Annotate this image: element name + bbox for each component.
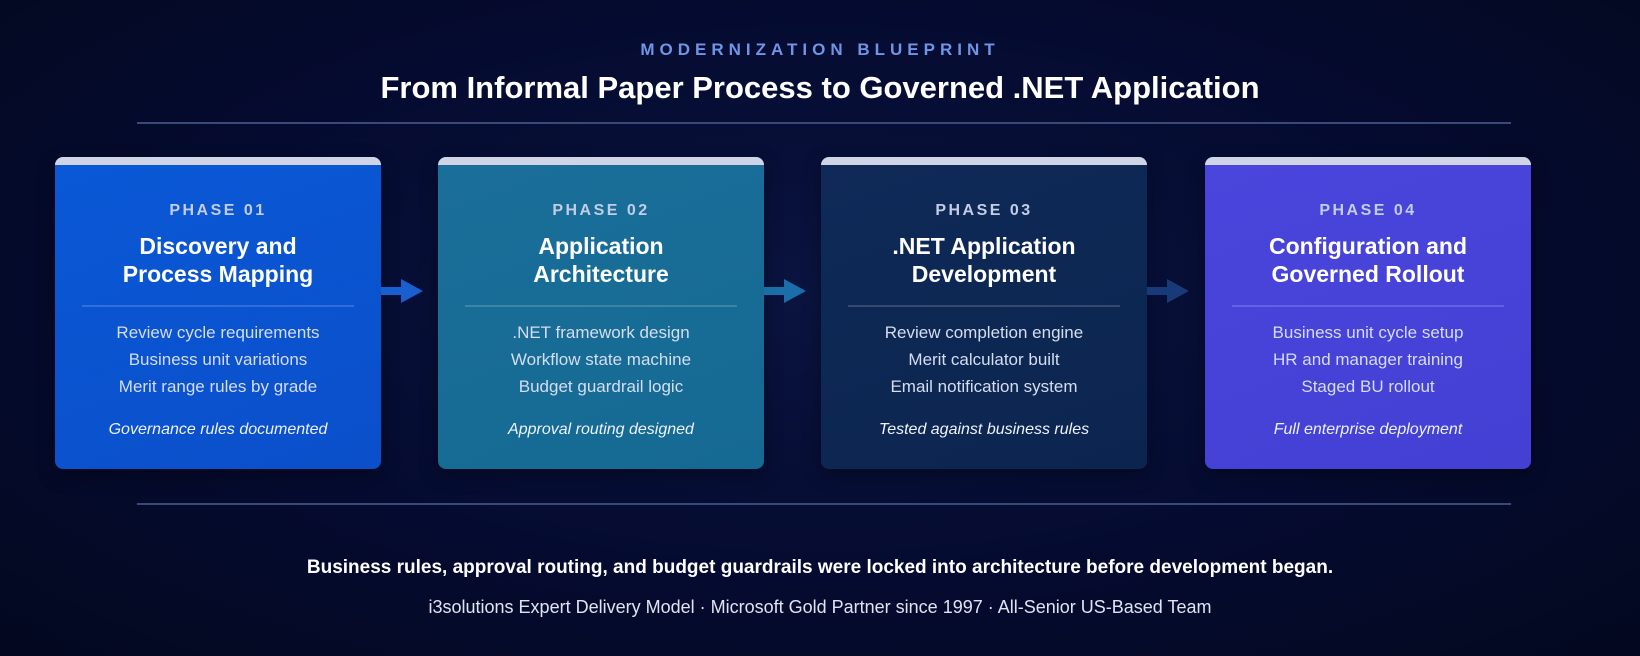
card-divider xyxy=(848,305,1120,307)
phase-card-1: PHASE 01 Discovery and Process Mapping R… xyxy=(55,157,381,469)
phase-item: Business unit cycle setup xyxy=(1272,323,1464,342)
phase-title-line-1: .NET Application xyxy=(892,233,1076,259)
footer-tagline: i3solutions Expert Delivery Model · Micr… xyxy=(428,597,1212,617)
phase-title-line-1: Configuration and xyxy=(1268,233,1468,259)
eyebrow-label: MODERNIZATION BLUEPRINT xyxy=(640,40,1000,59)
phase-title-line-2: Governed Rollout xyxy=(1271,261,1465,287)
card-top-bar xyxy=(438,157,764,165)
phase-item: Business unit variations xyxy=(128,350,308,369)
phase-item: Email notification system xyxy=(890,377,1078,396)
phase-item: Staged BU rollout xyxy=(1301,377,1435,396)
phase-outcome: Governance rules documented xyxy=(108,421,328,438)
phase-items: Review completion engine Merit calculato… xyxy=(821,319,1147,400)
footer-statement: Business rules, approval routing, and bu… xyxy=(306,557,1334,578)
phase-title-line-2: Process Mapping xyxy=(122,261,314,287)
arrow-right-icon xyxy=(1147,279,1189,303)
card-top-bar xyxy=(55,157,381,165)
top-divider xyxy=(137,122,1511,124)
card-divider xyxy=(82,305,354,307)
arrow-right-icon xyxy=(381,279,423,303)
phase-label: PHASE 04 xyxy=(1319,202,1417,219)
card-divider xyxy=(465,305,737,307)
phase-outcome: Tested against business rules xyxy=(878,421,1090,438)
bottom-divider xyxy=(137,503,1511,505)
phase-title: .NET Application Development xyxy=(821,232,1147,288)
phase-label: PHASE 02 xyxy=(552,202,650,219)
phase-card-2: PHASE 02 Application Architecture .NET f… xyxy=(438,157,764,469)
phase-outcome: Approval routing designed xyxy=(508,421,694,438)
arrow-right-icon xyxy=(764,279,806,303)
phase-title-line-1: Discovery and xyxy=(139,233,297,259)
card-top-bar xyxy=(821,157,1147,165)
phase-item: Workflow state machine xyxy=(510,350,692,369)
phase-title-line-1: Application xyxy=(538,233,664,259)
phase-item: Merit range rules by grade xyxy=(118,377,318,396)
phase-outcome: Full enterprise deployment xyxy=(1273,421,1463,438)
phase-item: HR and manager training xyxy=(1273,350,1463,369)
phase-items: Review cycle requirements Business unit … xyxy=(55,319,381,400)
phase-card-3: PHASE 03 .NET Application Development Re… xyxy=(821,157,1147,469)
phase-label: PHASE 01 xyxy=(169,202,267,219)
phase-item: Merit calculator built xyxy=(908,350,1060,369)
card-top-bar xyxy=(1205,157,1531,165)
phase-title: Application Architecture xyxy=(438,232,764,288)
phase-label: PHASE 03 xyxy=(935,202,1033,219)
phase-items: .NET framework design Workflow state mac… xyxy=(438,319,764,400)
page-title: From Informal Paper Process to Governed … xyxy=(380,70,1260,105)
phase-item: Review completion engine xyxy=(884,323,1084,342)
phase-title-line-2: Architecture xyxy=(533,261,669,287)
phase-items: Business unit cycle setup HR and manager… xyxy=(1205,319,1531,400)
phase-item: .NET framework design xyxy=(512,323,690,342)
card-divider xyxy=(1232,305,1504,307)
phase-card-4: PHASE 04 Configuration and Governed Roll… xyxy=(1205,157,1531,469)
phase-item: Budget guardrail logic xyxy=(518,377,684,396)
phase-title: Discovery and Process Mapping xyxy=(55,232,381,288)
phase-title-line-2: Development xyxy=(911,261,1057,287)
phase-item: Review cycle requirements xyxy=(116,323,320,342)
phase-title: Configuration and Governed Rollout xyxy=(1205,232,1531,288)
